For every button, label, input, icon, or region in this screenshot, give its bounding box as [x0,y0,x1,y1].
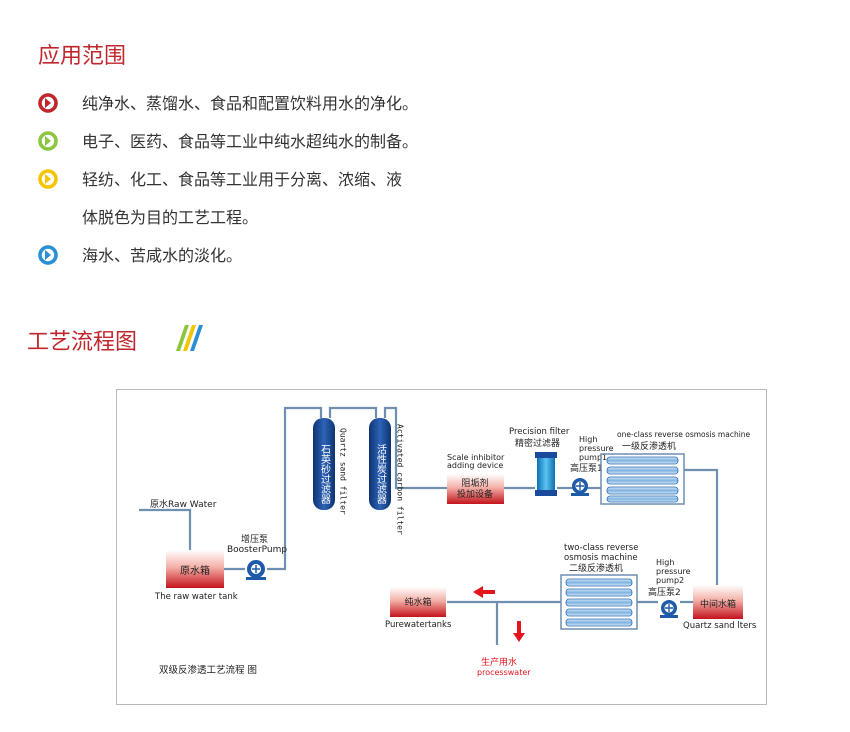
hp-pump2-en-3: pump2 [656,576,684,585]
booster-pump-icon [246,560,266,580]
scale-inhibitor-cn-1: 阻垢剂 [461,477,488,489]
hp-pump2-en-2: pressure [656,567,691,576]
activated-carbon-filter [369,418,391,510]
ro2-en-1: two-class reverse [564,543,638,553]
down-flow-arrow-icon [513,621,525,642]
list-item-text: 体脱色为目的工艺工程。 [82,208,259,227]
high-pressure-pump1-icon [571,478,589,496]
scale-inhibitor-en-1: Scale inhibitor [447,453,505,462]
diagram-caption: 双级反渗透工艺流程 图 [159,664,257,676]
product-water-en: processwater [477,668,531,677]
sand-filter-en: Quartz sand filter [339,428,348,515]
hp-pump2-en-1: High [656,558,674,567]
ro1-en: one-class reverse osmosis machine [617,430,751,439]
ro-machine-2 [560,574,638,630]
ro1-cn: 一级反渗透机 [622,440,676,452]
process-section-title: 工艺流程图 [27,330,138,355]
blue-circle-arrow-icon [38,245,58,265]
booster-pump-cn: 增压泵 [241,533,268,545]
application-section-title: 应用范围 [38,44,127,69]
ro2-en-2: osmosis machine [564,553,638,563]
hp-pump1-cn: 高压泵1 [570,462,603,474]
raw-water-tank [166,550,224,588]
pure-tank-caption: Purewatertanks [385,620,452,630]
hp-pump1-en-3: pump1 [579,453,607,462]
quartz-sand-filter [313,418,335,510]
scale-inhibitor-en-2: adding device [447,461,503,470]
list-item-text: 海水、苦咸水的淡化。 [82,246,243,265]
precision-filter [535,452,557,496]
process-flow-diagram: 原水箱 The raw water tank 原水Raw Water 增压泵 B… [116,389,767,705]
pure-tank-label: 纯水箱 [404,596,431,608]
pure-water-tank [390,587,446,617]
green-circle-arrow-icon [38,131,58,151]
product-water-cn: 生产用水 [481,656,517,668]
scale-inhibitor-device [447,474,504,504]
raw-tank-label: 原水箱 [180,564,210,577]
list-item-text: 轻纺、化工、食品等工业用于分离、浓缩、液 [82,170,403,189]
red-circle-arrow-icon [38,93,58,113]
precision-filter-en: Precision filter [509,427,570,437]
middle-tank-label: 中间水箱 [700,598,736,610]
carbon-filter-en: Activated carbon filter [396,424,405,535]
high-pressure-pump2-icon [660,600,678,618]
ro-machine-1 [600,453,685,505]
pipes [139,406,719,645]
booster-pump-en: BoosterPump [227,545,287,555]
list-item-text: 电子、医药、食品等工业中纯水超纯水的制备。 [82,132,419,151]
carbon-filter-cn: 活性炭过滤器 [375,444,387,505]
sand-filter-cn: 石英砂过滤器 [319,444,331,505]
list-item-text: 纯净水、蒸馏水、食品和配置饮料用水的净化。 [82,94,419,113]
middle-tank-caption: Quartz sand lters [683,621,757,631]
slash-stripes-icon [176,325,203,351]
raw-tank-caption: The raw water tank [154,592,238,602]
hp-pump1-en-1: High [579,435,597,444]
middle-water-tank [693,585,743,619]
raw-water-inlet-label: 原水Raw Water [150,498,217,510]
yellow-circle-arrow-icon [38,169,58,189]
hp-pump2-cn: 高压泵2 [648,586,681,598]
left-flow-arrow-icon [473,586,495,598]
scale-inhibitor-cn-2: 投加设备 [457,488,493,500]
hp-pump1-en-2: pressure [579,444,614,453]
ro2-cn: 二级反渗透机 [569,562,623,574]
precision-filter-cn: 精密过滤器 [515,437,560,449]
